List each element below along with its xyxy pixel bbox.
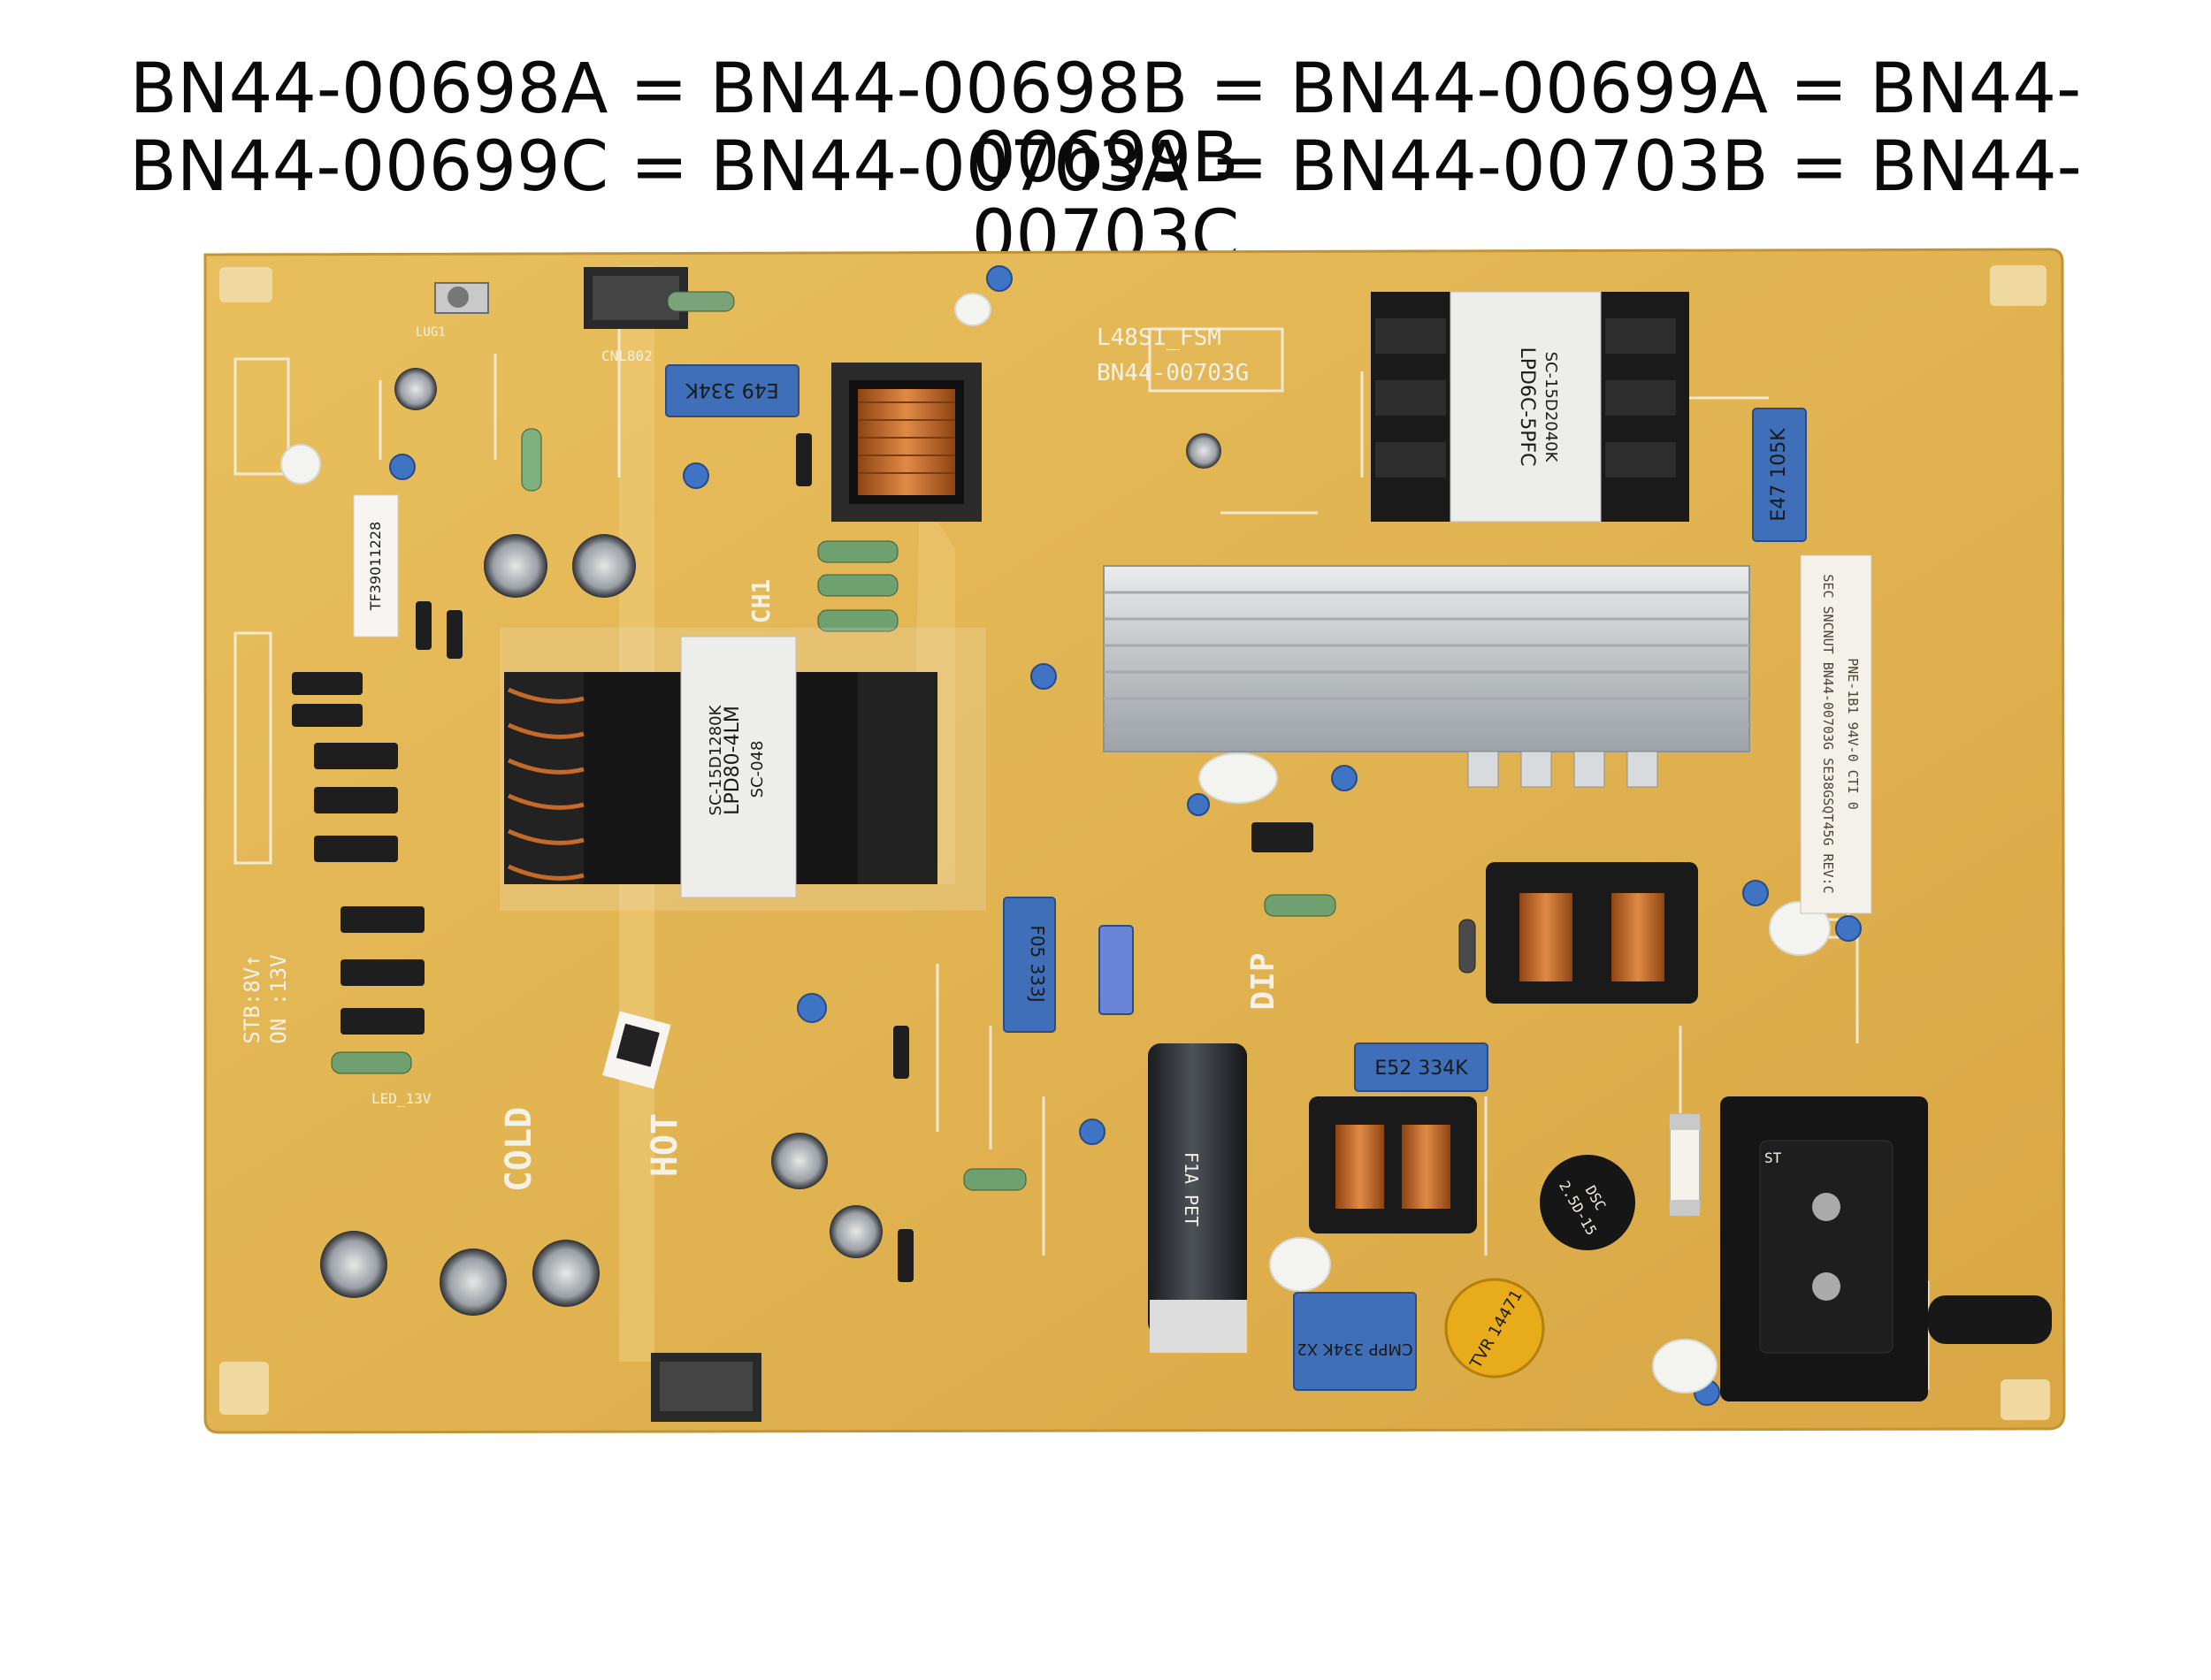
film-capacitor-e49: E49 334K bbox=[665, 364, 799, 417]
transformer-pfc-label-2: SC-15D2040K bbox=[1542, 352, 1560, 463]
transformer-main-label-3: SC-15D1280K bbox=[707, 704, 725, 815]
transformer-main-label-2: SC-048 bbox=[748, 741, 767, 798]
small-transformer bbox=[831, 363, 982, 522]
stb-label: STB:8V↑ bbox=[240, 954, 264, 1043]
right-strip-text-2: PNE-1B1 94V-0 CTI 0 bbox=[1845, 658, 1861, 810]
electrolytic-capacitors bbox=[320, 368, 1221, 1316]
inlet-label: ST bbox=[1764, 1149, 1782, 1166]
qr-label bbox=[602, 1011, 671, 1089]
e49-label: E49 334K bbox=[685, 378, 779, 401]
diodes-left bbox=[292, 433, 1313, 1282]
serial-sticker: TF39011228 bbox=[353, 494, 399, 638]
pfc-transformer-lpd6c: LPD6C-5PFC SC-15D2040K bbox=[1371, 291, 1689, 523]
e47-label: E47 105K bbox=[1768, 428, 1790, 522]
dip-label: DIP bbox=[1245, 952, 1281, 1010]
board-model-silkscreen: L48S1_FSM BN44-00703G bbox=[1097, 325, 1249, 386]
part-number-heading-line-1: BN44-00698A = BN44-00698B = BN44-00699A … bbox=[129, 50, 2082, 198]
film-capacitor-e52: E52 334K bbox=[1354, 1042, 1488, 1092]
x2cap-label: CMPP 334K X2 bbox=[1297, 1340, 1412, 1358]
transformer-pfc-label-1: LPD6C-5PFC bbox=[1516, 347, 1538, 466]
fuse bbox=[1669, 1113, 1701, 1217]
bulk-cap-label: F1A PET bbox=[1181, 1152, 1202, 1226]
led-label: LED_13V bbox=[371, 1090, 432, 1107]
line-filter-choke-bottom bbox=[1309, 1096, 1477, 1233]
board-model-text: L48S1_FSM bbox=[1097, 325, 1221, 351]
right-strip-text: SEC SNCNUT BN44-00703G SE38GSQT45G REV:C bbox=[1820, 574, 1836, 893]
varistor: TVR 14471 bbox=[1444, 1278, 1545, 1378]
line-filter-choke-top bbox=[1486, 862, 1698, 1004]
bulk-electrolytic-capacitor: F1A PET bbox=[1148, 1043, 1247, 1353]
f05-label: F05 333J bbox=[1027, 925, 1048, 1002]
sticker-serial-text: TF39011228 bbox=[367, 522, 384, 611]
ac-inlet-connector: ST bbox=[1720, 1096, 2052, 1401]
film-capacitor-e47: E47 105K bbox=[1752, 408, 1807, 542]
board-part-text: BN44-00703G bbox=[1097, 360, 1249, 386]
on-label: ON :13V bbox=[266, 954, 291, 1043]
ntc-thermistor: DSC 2.5D-15 bbox=[1540, 1155, 1635, 1250]
cold-zone-label: COLD bbox=[499, 1107, 539, 1192]
hot-zone-label: HOT bbox=[645, 1113, 685, 1177]
right-label-strip: SEC SNCNUT BN44-00703G SE38GSQT45G REV:C… bbox=[1800, 554, 1872, 914]
ch1-label: CH1 bbox=[746, 579, 776, 624]
svg-text:CNL802: CNL802 bbox=[601, 347, 653, 364]
svg-text:LUG1: LUG1 bbox=[416, 325, 446, 340]
connector-cnm803 bbox=[651, 1353, 761, 1422]
x2-capacitor: CMPP 334K X2 bbox=[1293, 1292, 1417, 1391]
zone-labels: COLD HOT DIP CH1 bbox=[499, 579, 1281, 1192]
part-number-heading-line-2: BN44-00699C = BN44-00703A = BN44-00703B … bbox=[129, 127, 2082, 276]
heatsink bbox=[1103, 565, 1750, 788]
transformer-main-label-1: LPD80-4LM bbox=[722, 706, 744, 815]
main-transformer-lpd80: LPD80-4LM SC-048 SC-15D1280K bbox=[500, 628, 986, 911]
film-capacitor-f05: F05 333J bbox=[1003, 897, 1056, 1033]
e52-label: E52 334K bbox=[1374, 1058, 1468, 1080]
ground-lug: LUG1 bbox=[416, 282, 489, 340]
resistors bbox=[331, 291, 1476, 1191]
small-film-capacitor bbox=[1098, 925, 1134, 1015]
left-side-labels: STB:8V↑ ON :13V LED_13V bbox=[240, 954, 432, 1107]
